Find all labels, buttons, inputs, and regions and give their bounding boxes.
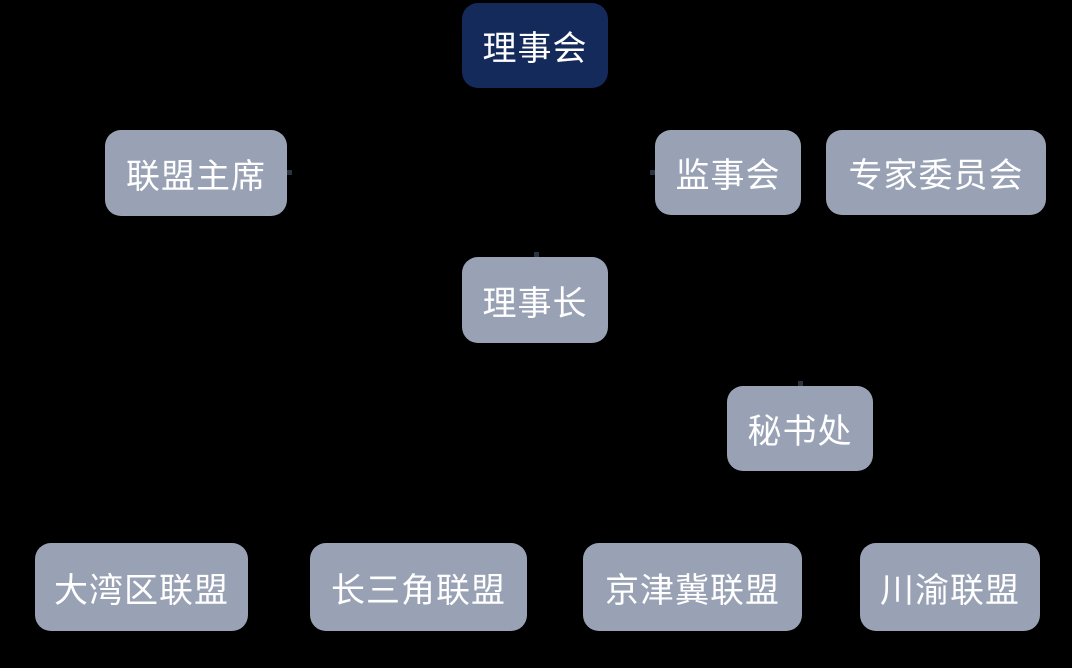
org-node-label: 专家委员会 — [848, 157, 1024, 195]
org-node-president: 理事长 — [462, 257, 608, 343]
org-node-supervisory-board: 监事会 — [655, 130, 801, 215]
connector-stub — [287, 170, 292, 175]
connector-stub — [650, 170, 655, 175]
org-node-label: 理事长 — [482, 284, 588, 323]
org-node-secretariat: 秘书处 — [727, 386, 873, 471]
org-node-label: 联盟主席 — [126, 157, 266, 196]
connector-stub — [534, 252, 539, 257]
org-node-label: 监事会 — [675, 157, 781, 195]
org-node-greater-bay-area-alliance: 大湾区联盟 — [35, 543, 248, 631]
org-node-label: 川渝联盟 — [880, 571, 1020, 610]
org-node-label: 理事会 — [482, 30, 588, 68]
org-node-label: 京津冀联盟 — [605, 571, 780, 610]
org-node-alliance-chairman: 联盟主席 — [105, 130, 287, 216]
org-node-label: 秘书处 — [747, 413, 853, 451]
connector-stub — [798, 381, 803, 386]
org-node-yangtze-river-delta-alliance: 长三角联盟 — [310, 543, 527, 631]
org-node-chuan-yu-alliance: 川渝联盟 — [860, 543, 1040, 631]
org-node-label: 长三角联盟 — [331, 571, 506, 610]
org-node-label: 大湾区联盟 — [54, 571, 229, 610]
org-node-jing-jin-ji-alliance: 京津冀联盟 — [583, 543, 802, 631]
org-node-expert-committee: 专家委员会 — [826, 130, 1046, 215]
org-node-council: 理事会 — [462, 3, 608, 88]
